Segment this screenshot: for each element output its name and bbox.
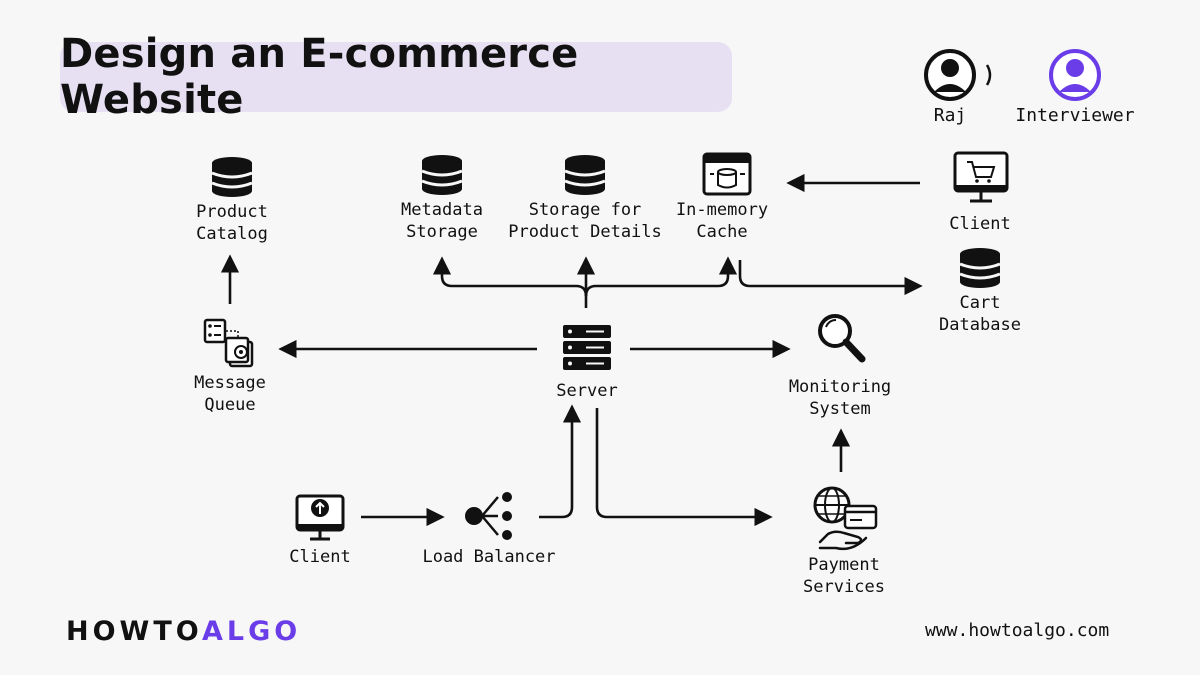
speaker-avatar-icon [924, 49, 992, 101]
message-queue-icon [203, 318, 254, 368]
server-icon [563, 325, 611, 370]
participant-raj-label: Raj [933, 105, 967, 126]
arrow-server-to-cache [584, 256, 738, 297]
product-catalog-database-icon [210, 155, 254, 199]
arrow-server-to-metadata [432, 256, 588, 308]
server-label: Server [556, 381, 618, 401]
payment-globe-icon [813, 486, 878, 551]
cart-database-icon [958, 246, 1002, 290]
arrow-lb-to-server [539, 404, 582, 519]
load-balancer-label: Load Balancer [422, 547, 556, 567]
product-details-database-icon [563, 153, 607, 197]
arrow-cache-to-cart [738, 260, 923, 296]
shopping-cart-monitor-icon [953, 151, 1009, 203]
cache-window-icon [702, 152, 752, 196]
client-top-label: Client [949, 214, 1011, 234]
load-balancer-icon [465, 492, 512, 540]
user-avatar-icon [1049, 49, 1101, 101]
magnifier-icon [818, 314, 866, 363]
website-url: www.howtoalgo.com [925, 620, 1110, 641]
participant-interviewer-label: Interviewer [1015, 105, 1135, 126]
title-banner: Design an E-commerce Website [60, 31, 732, 123]
arrow-server-to-payment [595, 408, 773, 527]
page-title: Design an E-commerce Website [60, 31, 579, 123]
metadata-database-icon [420, 153, 464, 197]
upload-monitor-icon [295, 494, 345, 541]
brand-logo: HOWTOALGO [66, 616, 302, 647]
client-bottom-label: Client [289, 547, 351, 567]
connector-arrows [220, 173, 923, 527]
